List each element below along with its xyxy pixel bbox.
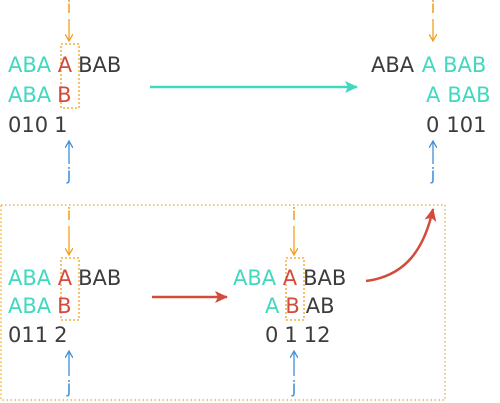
pattern-current-char: B (285, 294, 299, 318)
pattern-rest: BAB (447, 83, 490, 107)
transition-arrow-curved (365, 208, 437, 283)
compare-box (285, 257, 305, 321)
next-rest: 101 (446, 113, 486, 137)
remaining-text: BAB (78, 53, 121, 77)
next-current: 2 (54, 323, 67, 347)
current-char: A (58, 266, 73, 290)
next-current: 1 (284, 323, 297, 347)
pointer-i-label: i (67, 205, 72, 225)
next-array-row: 0 101 (426, 113, 486, 137)
pointer-i-label: i (67, 0, 72, 18)
compare-box (60, 257, 80, 321)
pattern-prefix: ABA (8, 83, 52, 107)
matched-prefix: ABA (8, 266, 52, 290)
matched-rest: BAB (443, 53, 486, 77)
pointer-j-label: j (66, 378, 72, 398)
next-current: 1 (54, 113, 67, 137)
pattern-prefix: ABA (8, 294, 52, 318)
skipped-prefix: ABA (371, 53, 415, 77)
current-char: A (283, 266, 298, 290)
current-char: A (58, 53, 73, 77)
next-rest: 12 (304, 323, 331, 347)
remaining-text: BAB (303, 266, 346, 290)
pattern-prefix: A (265, 294, 280, 318)
compare-box (60, 43, 80, 109)
pointer-j-label: j (430, 165, 436, 185)
next-current: 0 (426, 113, 439, 137)
pattern-current-char: B (57, 83, 71, 107)
detail-frame (0, 204, 446, 401)
matched-prefix: ABA (233, 266, 277, 290)
current-char: A (422, 53, 437, 77)
pointer-i-label: i (431, 0, 436, 18)
pattern-rest: AB (306, 294, 335, 318)
next-first: 0 (265, 323, 278, 347)
next-values: 010 (8, 113, 48, 137)
pattern-current-char: A (426, 83, 441, 107)
pointer-i-label: i (292, 205, 297, 225)
pattern-current-char: B (57, 294, 71, 318)
next-values: 011 (8, 323, 48, 347)
remaining-text: BAB (78, 266, 121, 290)
matched-prefix: ABA (8, 53, 52, 77)
pointer-j-label: j (291, 378, 297, 398)
pointer-j-label: j (66, 165, 72, 185)
